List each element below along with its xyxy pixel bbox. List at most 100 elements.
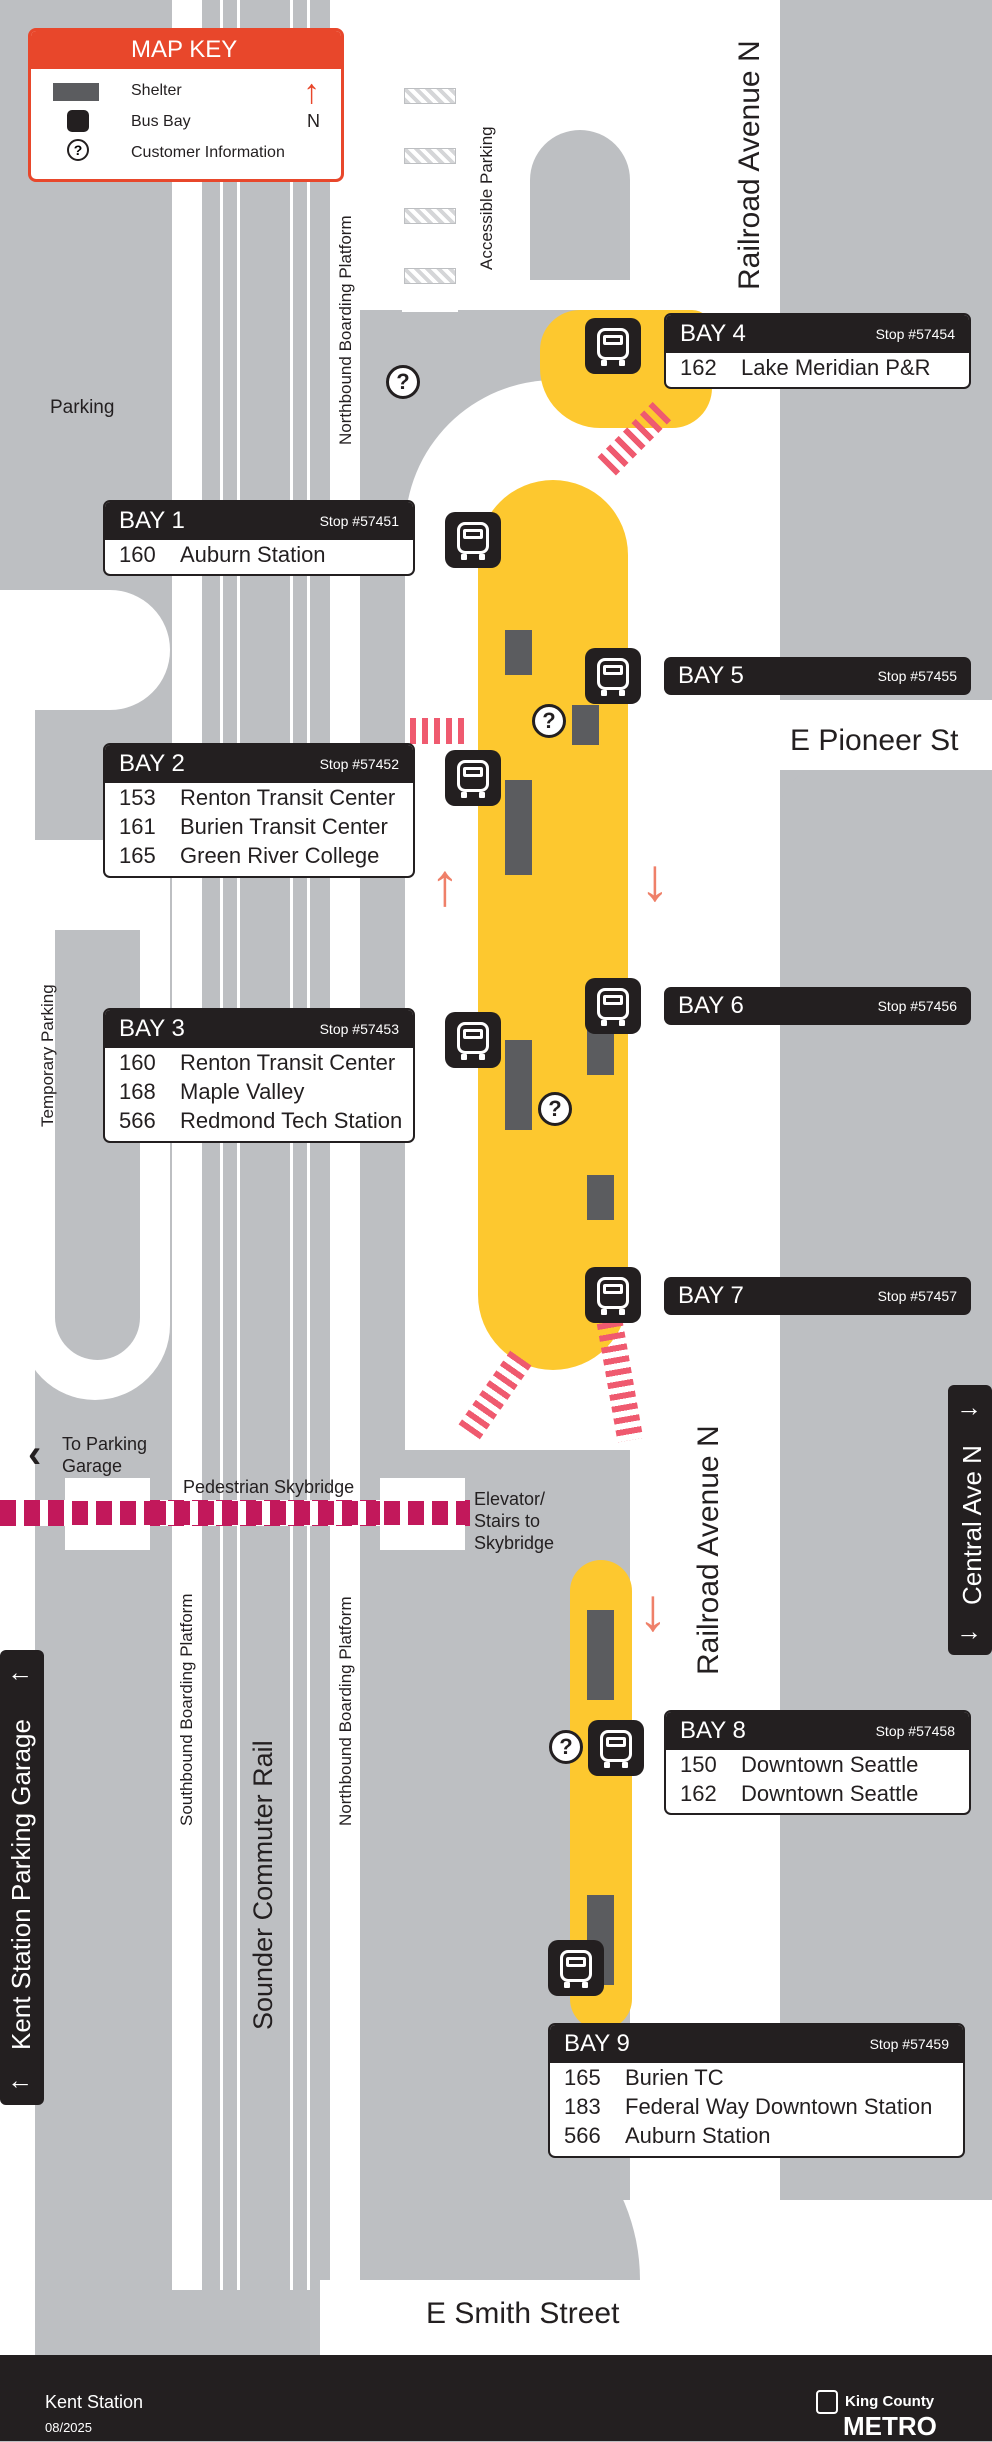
footer-date: 08/2025 <box>45 2420 92 2435</box>
customer-info-icon[interactable]: ? <box>538 1092 572 1126</box>
bay-name: BAY 8 <box>680 1717 746 1744</box>
bay-name: BAY 9 <box>564 2030 630 2057</box>
north-label: N <box>307 111 320 131</box>
bus-bay-icon[interactable] <box>445 1012 501 1068</box>
stop-number: Stop #57453 <box>319 1021 399 1037</box>
kent-garage-label: Kent Station Parking Garage <box>6 1719 36 2050</box>
northbound-platform <box>330 0 360 2290</box>
customer-info-icon[interactable]: ? <box>532 704 566 738</box>
street-label-railroad-top: Railroad Avenue N <box>733 40 766 290</box>
bus-bay-icon[interactable] <box>445 750 501 806</box>
street-label-railroad-mid: Railroad Avenue N <box>692 1425 725 1675</box>
bus-key-icon <box>67 110 89 132</box>
shelter <box>587 1030 614 1075</box>
bus-bay-icon[interactable] <box>445 512 501 568</box>
stop-number: Stop #57457 <box>877 1288 957 1304</box>
bus-bay-icon[interactable] <box>585 978 641 1034</box>
arrow-up-icon: ↑ <box>430 851 460 918</box>
central-ave-sign[interactable] <box>948 1385 992 1655</box>
shelter-key-swatch <box>53 83 99 101</box>
sounder-label: Sounder Commuter Rail <box>248 1740 278 2030</box>
northbound-platform-label-bottom: Northbound Boarding Platform <box>336 1596 355 1826</box>
left-loop-inner <box>55 930 140 1360</box>
pioneer-st-road <box>780 700 992 770</box>
stop-number: Stop #57455 <box>877 668 957 684</box>
to-parking-garage-label: To Parking Garage <box>62 1434 148 1476</box>
rail-right <box>290 0 310 2290</box>
shelter <box>505 1040 532 1130</box>
bay-name: BAY 2 <box>119 750 185 777</box>
street-label-pioneer: E Pioneer St <box>790 724 959 757</box>
arrow-left-icon: ← <box>7 1657 33 1687</box>
map-key: MAP KEY Shelter Bus Bay ? Customer Infor… <box>28 28 344 182</box>
central-ave-label: Central Ave N <box>957 1445 987 1605</box>
arrow-left-icon: ← <box>7 2065 33 2095</box>
bay-name: BAY 5 <box>678 662 744 689</box>
arrow-down-icon: ↓ <box>638 1576 668 1643</box>
bus-bay-icon[interactable] <box>585 318 641 374</box>
shelter <box>587 1610 614 1700</box>
stop-number: Stop #57458 <box>875 1723 955 1739</box>
left-road-top <box>0 590 170 710</box>
parking-label: Parking <box>50 397 115 418</box>
stop-number: Stop #57459 <box>869 2036 949 2052</box>
stop-number: Stop #57454 <box>875 326 955 342</box>
stop-number: Stop #57451 <box>319 513 399 529</box>
arrow-right-icon: → <box>956 1392 982 1422</box>
bus-key-label: Bus Bay <box>131 113 191 130</box>
customer-info-icon[interactable]: ? <box>549 1730 583 1764</box>
access-aisle-2 <box>404 148 456 164</box>
accessible-parking-label: Accessible Parking <box>477 126 496 270</box>
arrow-down-icon: ↓ <box>640 846 670 913</box>
footer-brand-bottom: METRO <box>843 2411 937 2441</box>
kent-garage-sign[interactable] <box>0 1650 44 2105</box>
footer-bar <box>0 2355 992 2441</box>
customer-info-icon[interactable]: ? <box>386 365 420 399</box>
bus-bay-icon[interactable] <box>588 1720 644 1776</box>
bay-name: BAY 7 <box>678 1282 744 1309</box>
metro-logo-icon <box>816 2390 838 2414</box>
shelter <box>505 780 532 875</box>
accessible-parking-cutout <box>530 130 630 280</box>
railroad-ave-mid <box>640 630 780 1530</box>
street-label-smith: E Smith Street <box>426 2297 620 2330</box>
bay-name: BAY 4 <box>680 320 746 347</box>
shelter-key-label: Shelter <box>131 82 182 99</box>
bay-5-panel[interactable]: BAY 5 Stop #57455 <box>664 657 971 695</box>
stop-number: Stop #57456 <box>877 998 957 1014</box>
access-aisle-4 <box>404 268 456 284</box>
bay-7-panel[interactable]: BAY 7 Stop #57457 <box>664 1277 971 1315</box>
bus-bay-icon[interactable] <box>548 1940 604 1996</box>
chevron-left-icon[interactable]: ‹ <box>28 1432 42 1476</box>
bay-name: BAY 1 <box>119 507 185 534</box>
bus-bay-icon[interactable] <box>585 648 641 704</box>
arrow-right-icon: → <box>956 1616 982 1646</box>
rail-left <box>220 0 240 2290</box>
southbound-platform-label: Southbound Boarding Platform <box>177 1593 196 1827</box>
skybridge-label: Pedestrian Skybridge <box>183 1477 355 1497</box>
bay-name: BAY 3 <box>119 1015 185 1042</box>
bus-bay-icon[interactable] <box>585 1267 641 1323</box>
northbound-platform-label-top: Northbound Boarding Platform <box>336 215 355 445</box>
temporary-parking-label: Temporary Parking <box>38 984 57 1127</box>
